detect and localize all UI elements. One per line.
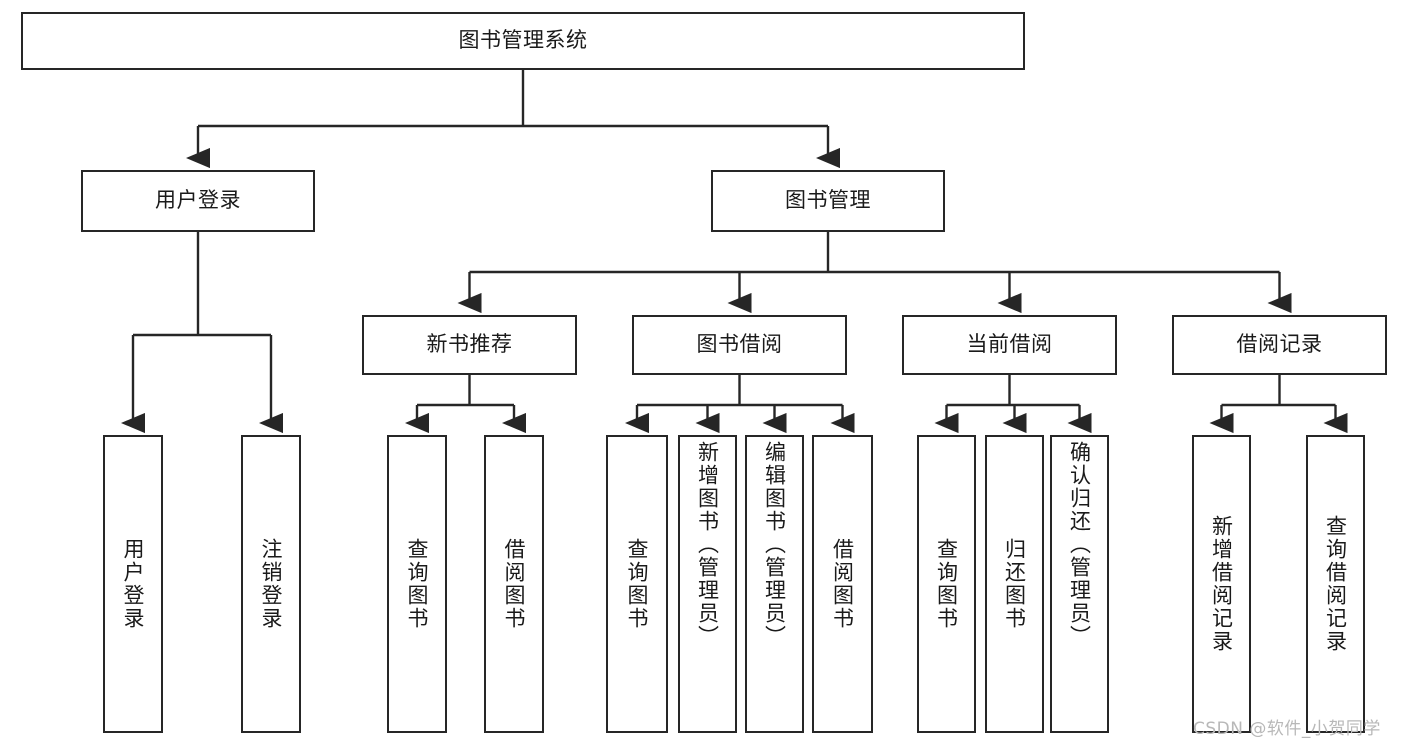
- node-leaf-return-book[interactable]: 归还图书: [985, 435, 1044, 733]
- node-label-leaf-query-book-rec: 查询图书: [405, 538, 430, 630]
- node-book-manage[interactable]: 图书管理: [711, 170, 945, 232]
- node-new-book-rec[interactable]: 新书推荐: [362, 315, 577, 375]
- node-leaf-query-book-cur[interactable]: 查询图书: [917, 435, 976, 733]
- node-label-leaf-query-book-bor: 查询图书: [625, 538, 650, 630]
- node-label-new-book-rec: 新书推荐: [426, 332, 513, 357]
- node-leaf-confirm-return[interactable]: 确认归还（管理员）: [1050, 435, 1109, 733]
- node-label-leaf-add-record: 新增借阅记录: [1209, 515, 1234, 653]
- node-leaf-borrow-book-rec[interactable]: 借阅图书: [484, 435, 544, 733]
- node-leaf-borrow-book-bor[interactable]: 借阅图书: [812, 435, 873, 733]
- node-label-borrow-record: 借阅记录: [1236, 332, 1323, 357]
- node-label-leaf-query-book-cur: 查询图书: [934, 538, 959, 630]
- node-leaf-query-record[interactable]: 查询借阅记录: [1306, 435, 1365, 733]
- node-label-leaf-query-record: 查询借阅记录: [1323, 515, 1348, 653]
- node-current-borrow[interactable]: 当前借阅: [902, 315, 1117, 375]
- node-root[interactable]: 图书管理系统: [21, 12, 1025, 70]
- node-label-root: 图书管理系统: [458, 28, 588, 53]
- node-label-leaf-confirm-return: 确认归还（管理员）: [1067, 441, 1092, 648]
- node-leaf-user-login[interactable]: 用户登录: [103, 435, 163, 733]
- node-borrow-record[interactable]: 借阅记录: [1172, 315, 1387, 375]
- node-label-leaf-edit-book: 编辑图书（管理员）: [762, 441, 787, 648]
- node-label-leaf-user-login: 用户登录: [121, 538, 146, 630]
- node-label-leaf-add-book: 新增图书（管理员）: [695, 441, 720, 648]
- node-leaf-query-book-rec[interactable]: 查询图书: [387, 435, 447, 733]
- node-label-leaf-return-book: 归还图书: [1002, 538, 1027, 630]
- node-user-login[interactable]: 用户登录: [81, 170, 315, 232]
- node-label-leaf-borrow-book-bor: 借阅图书: [830, 538, 855, 630]
- node-label-book-manage: 图书管理: [785, 188, 871, 213]
- node-leaf-edit-book[interactable]: 编辑图书（管理员）: [745, 435, 804, 733]
- node-book-borrow[interactable]: 图书借阅: [632, 315, 847, 375]
- node-label-leaf-borrow-book-rec: 借阅图书: [502, 538, 527, 630]
- node-leaf-query-book-bor[interactable]: 查询图书: [606, 435, 668, 733]
- node-leaf-add-book[interactable]: 新增图书（管理员）: [678, 435, 737, 733]
- node-leaf-logout[interactable]: 注销登录: [241, 435, 301, 733]
- node-label-user-login: 用户登录: [155, 188, 241, 213]
- csdn-watermark: CSDN @软件_小贺同学: [1193, 719, 1381, 739]
- node-label-book-borrow: 图书借阅: [696, 332, 783, 357]
- node-leaf-add-record[interactable]: 新增借阅记录: [1192, 435, 1251, 733]
- node-label-leaf-logout: 注销登录: [259, 538, 284, 630]
- node-label-current-borrow: 当前借阅: [966, 332, 1053, 357]
